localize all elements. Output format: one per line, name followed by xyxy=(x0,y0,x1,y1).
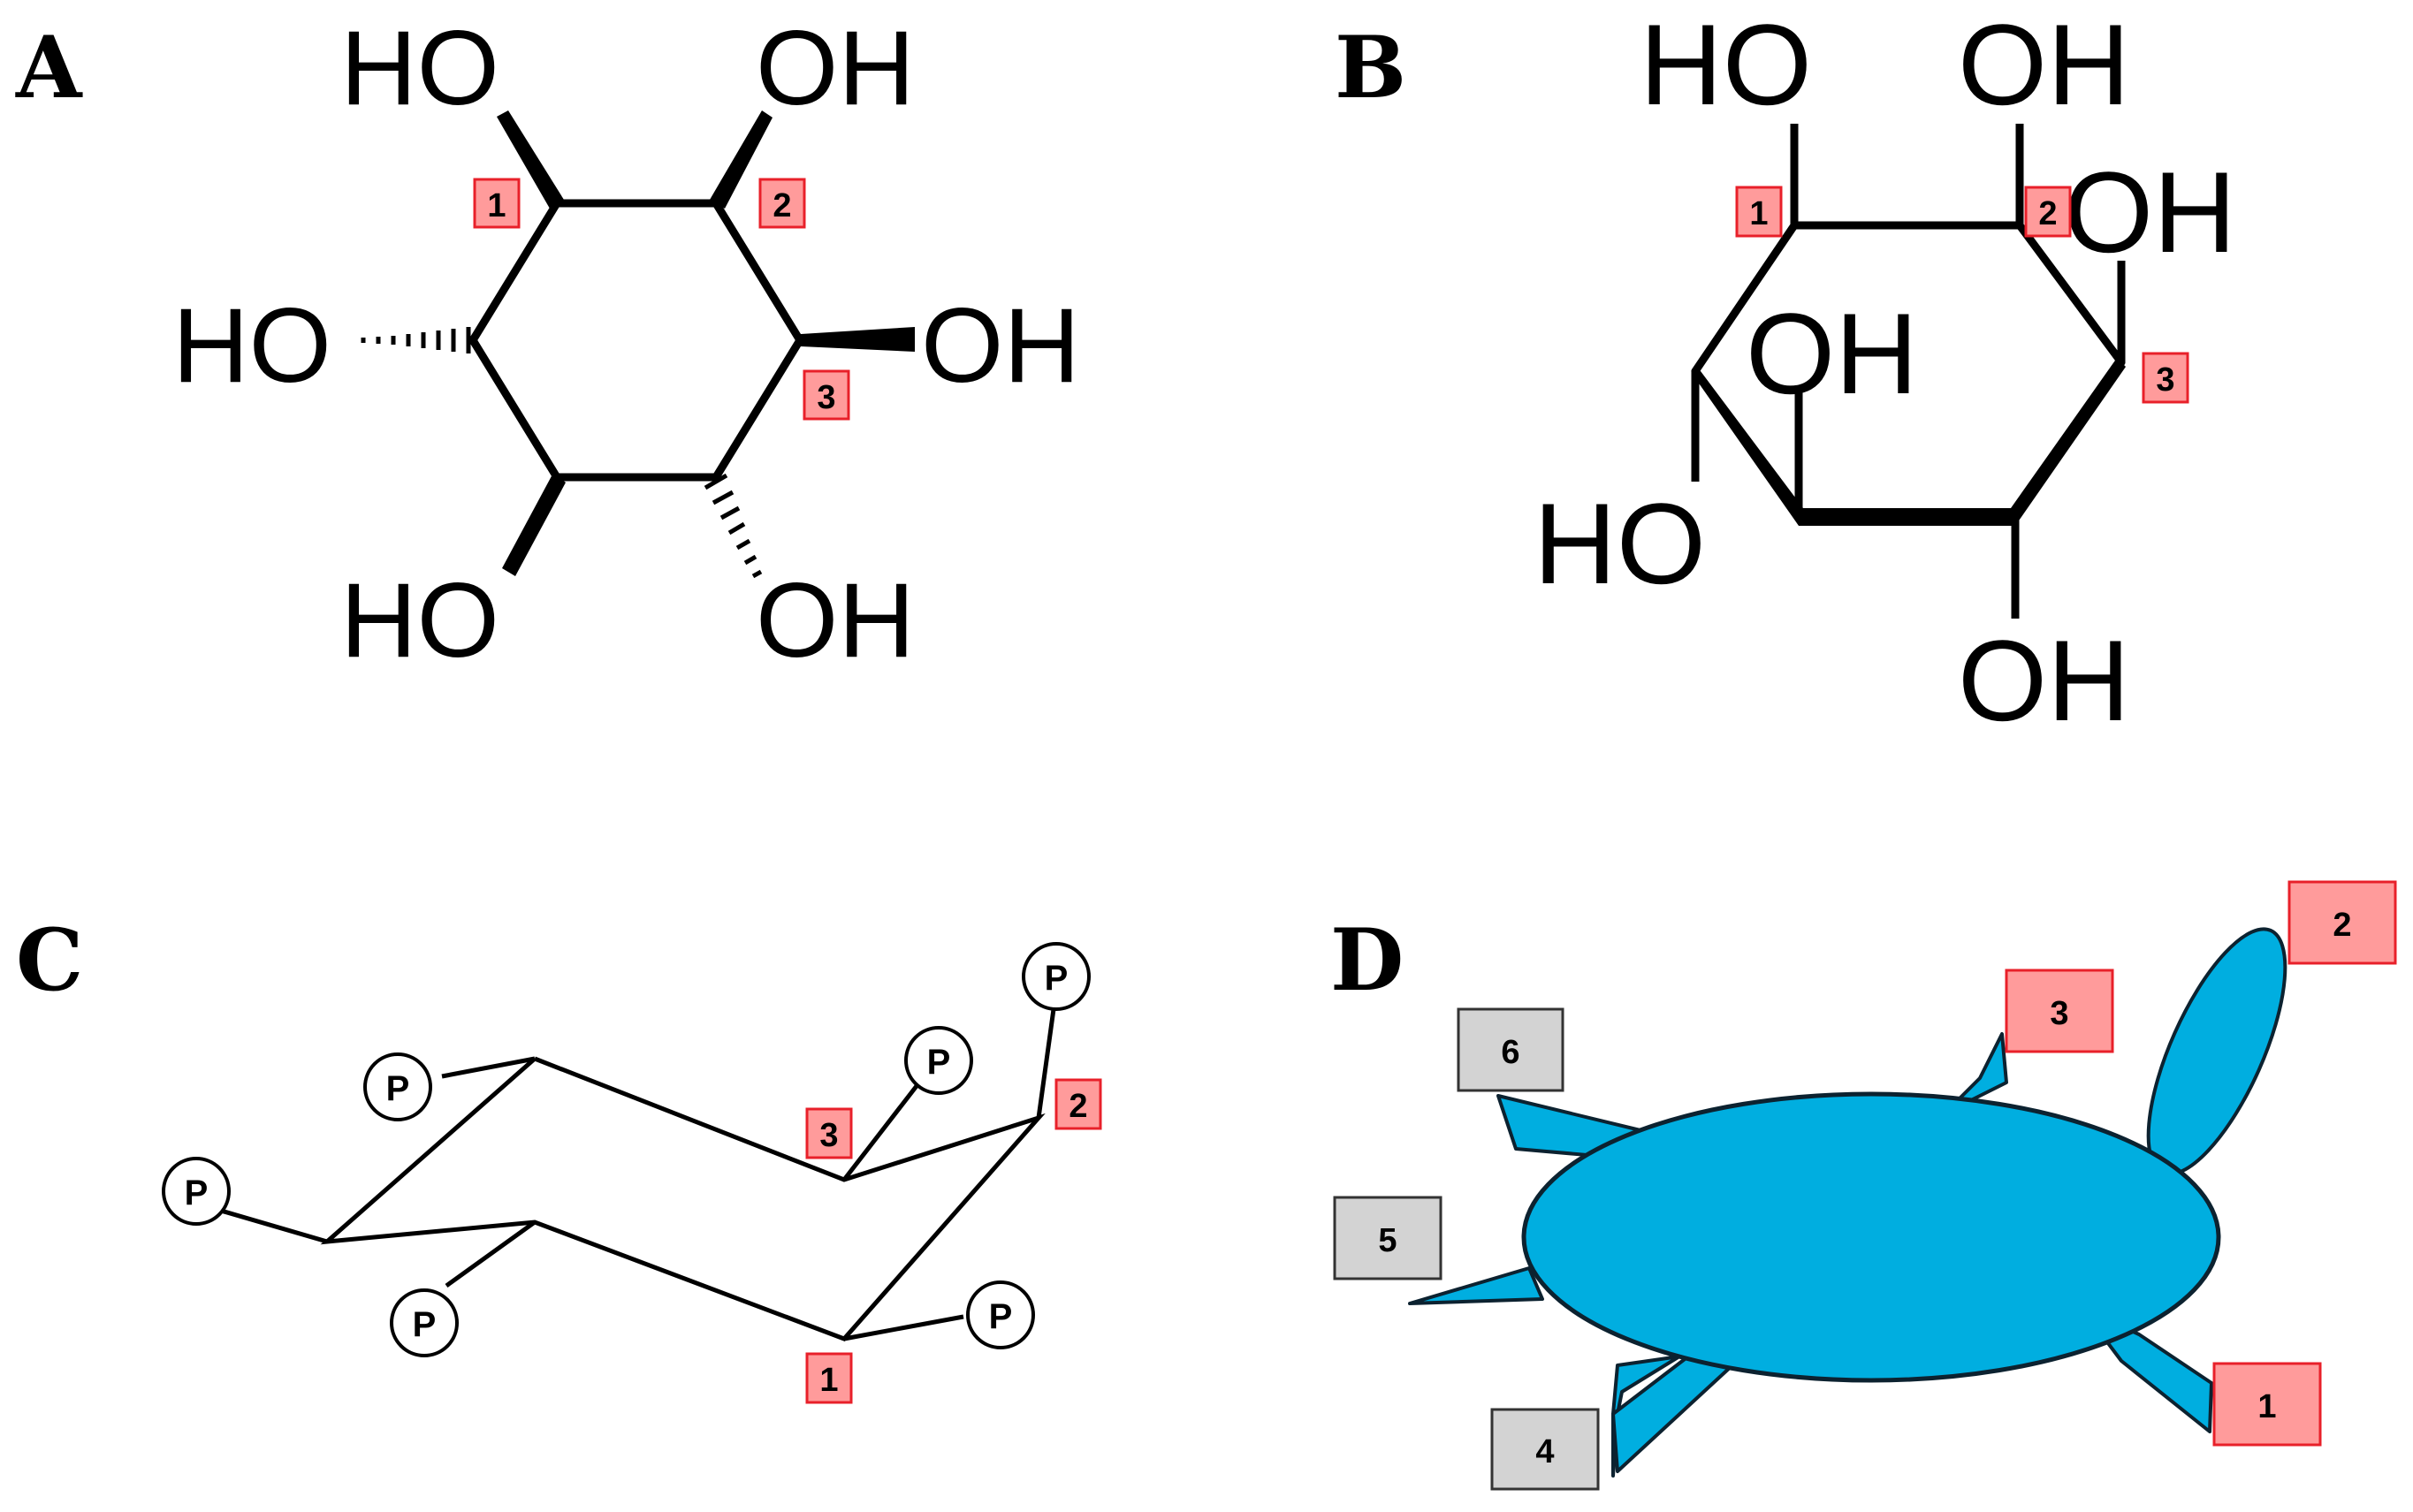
panel-a-label-ho-bottom-left: HO xyxy=(340,561,499,680)
panel-d-badge-6: 6 xyxy=(1457,1007,1564,1092)
panel-b-label-ho-bottom-left: HO xyxy=(1534,479,1706,608)
panel-a: A HO OH HO xyxy=(15,9,1080,680)
panel-a-badge-3: 3 xyxy=(803,369,850,421)
panel-a-ring xyxy=(468,199,805,482)
panel-a-letter: A xyxy=(15,18,83,118)
panel-a-label-oh-bottom-right: OH xyxy=(756,561,915,680)
panel-c-badge-3: 3 xyxy=(805,1107,853,1159)
svg-text:1: 1 xyxy=(2257,1388,2276,1425)
panel-d-badge-3: 3 xyxy=(2005,969,2114,1053)
svg-text:1: 1 xyxy=(819,1362,838,1399)
panel-c-phosphate-4: P xyxy=(904,1026,973,1095)
panel-d-badge-2: 2 xyxy=(2287,880,2397,965)
panel-b-label-oh-inner: OH xyxy=(1746,289,1918,418)
panel-b-label-ho-top: HO xyxy=(1640,0,1812,129)
svg-text:1: 1 xyxy=(1749,195,1768,232)
panel-c-phosphate-6: P xyxy=(966,1280,1035,1349)
panel-d: D 6 5 4 3 2 xyxy=(1330,880,2397,1491)
panel-a-badge-2: 2 xyxy=(758,178,806,229)
svg-text:2: 2 xyxy=(2333,907,2351,944)
svg-text:1: 1 xyxy=(487,187,506,224)
svg-text:4: 4 xyxy=(1535,1433,1554,1470)
panel-d-letter: D xyxy=(1330,910,1404,1010)
panel-b-label-oh-top-right: OH xyxy=(1958,0,2130,129)
panel-a-label-ho-top-left: HO xyxy=(340,9,499,127)
svg-text:3: 3 xyxy=(817,379,835,416)
turtle-body xyxy=(1521,1091,2221,1383)
panel-c-badge-2: 2 xyxy=(1054,1078,1102,1130)
svg-text:2: 2 xyxy=(773,187,791,224)
svg-text:6: 6 xyxy=(1501,1034,1519,1071)
panel-b-badge-3: 3 xyxy=(2142,352,2189,404)
panel-d-badge-1: 1 xyxy=(2212,1362,2322,1447)
panel-a-hash-c6 xyxy=(361,327,471,353)
panel-c-phosphate-1: P xyxy=(363,1052,432,1121)
svg-text:5: 5 xyxy=(1378,1222,1397,1259)
panel-b-letter: B xyxy=(1335,18,1406,118)
panel-b-badge-2: 2 xyxy=(2024,186,2072,238)
panel-a-label-oh-top-right: OH xyxy=(756,9,915,127)
panel-d-badge-5: 5 xyxy=(1333,1196,1442,1280)
panel-a-wedge-c5 xyxy=(502,473,566,576)
panel-a-wedge-c2 xyxy=(710,110,773,209)
panel-c-phosphate-3: P xyxy=(390,1288,459,1357)
svg-text:P: P xyxy=(989,1297,1013,1336)
svg-text:P: P xyxy=(927,1043,951,1082)
panel-d-badge-4: 4 xyxy=(1490,1408,1600,1491)
panel-b-badge-1: 1 xyxy=(1735,186,1783,238)
svg-text:P: P xyxy=(413,1305,437,1344)
panel-c-phosphate-5: P xyxy=(1022,942,1091,1011)
svg-text:3: 3 xyxy=(819,1117,838,1154)
svg-text:3: 3 xyxy=(2156,361,2174,399)
turtle-leg-5 xyxy=(1408,1266,1544,1305)
panel-c-badge-1: 1 xyxy=(805,1352,853,1404)
svg-text:2: 2 xyxy=(2038,195,2057,232)
panel-a-wedge-c1 xyxy=(497,110,564,209)
panel-a-label-oh-right: OH xyxy=(921,286,1080,405)
panel-c-bonds xyxy=(220,1008,1056,1341)
panel-b-bonds xyxy=(1691,124,2126,619)
panel-a-badge-1: 1 xyxy=(473,178,521,229)
svg-text:P: P xyxy=(386,1069,410,1108)
svg-text:2: 2 xyxy=(1069,1088,1087,1125)
panel-c: C P P P P P xyxy=(16,910,1102,1404)
panel-b: B HO OH OH OH HO OH 1 2 xyxy=(1335,0,2236,745)
svg-text:3: 3 xyxy=(2050,995,2068,1032)
svg-text:P: P xyxy=(185,1174,209,1212)
svg-text:P: P xyxy=(1045,959,1069,998)
panel-a-wedge-c3 xyxy=(801,327,915,352)
panel-b-label-oh-bottom: OH xyxy=(1958,616,2130,745)
panel-b-label-oh-right: OH xyxy=(2064,148,2236,277)
panel-a-label-ho-left: HO xyxy=(172,286,331,405)
panel-a-hash-c4 xyxy=(704,473,763,579)
panel-c-phosphate-2: P xyxy=(162,1157,231,1226)
panel-c-letter: C xyxy=(16,910,83,1010)
